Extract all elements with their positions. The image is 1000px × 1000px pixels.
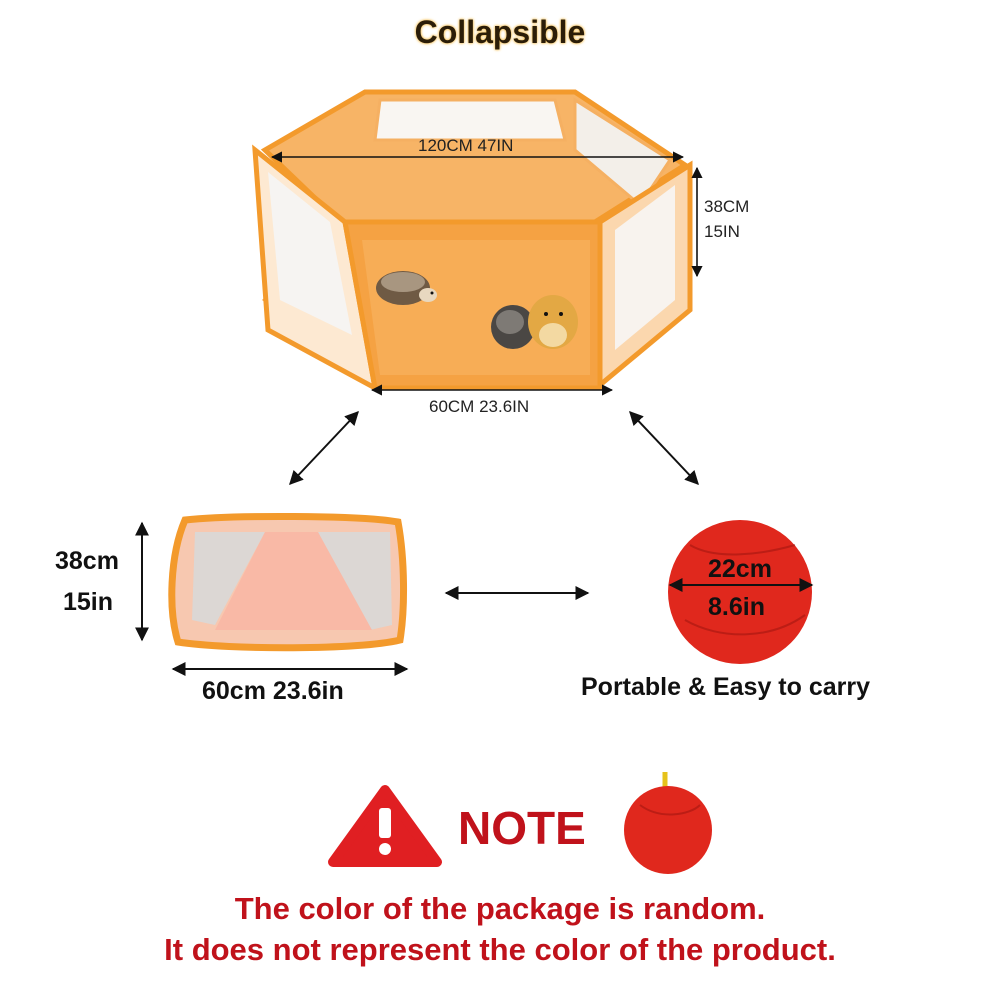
bag-diameter-in-label: 8.6in bbox=[708, 593, 765, 621]
pen-height-in-label: 15IN bbox=[704, 222, 740, 241]
folded-height-cm-label: 38cm bbox=[55, 547, 119, 575]
bag-caption: Portable & Easy to carry bbox=[581, 673, 871, 701]
guinea-pig-image bbox=[491, 295, 578, 349]
warning-icon bbox=[328, 785, 442, 867]
folded-height-in-label: 15in bbox=[63, 588, 114, 616]
fold-arrow-left bbox=[289, 410, 359, 486]
note-label: NOTE bbox=[458, 802, 586, 854]
fold-arrow-right bbox=[629, 410, 699, 486]
page-title: Collapsible bbox=[414, 14, 586, 50]
note-line-1: The color of the package is random. bbox=[234, 891, 766, 926]
folded-width-label: 60cm 23.6in bbox=[202, 677, 344, 705]
pen-base-label: 60CM 23.6IN bbox=[429, 397, 530, 416]
hexagon-playpen-image bbox=[252, 89, 693, 393]
red-bag-icon bbox=[624, 772, 712, 874]
bag-diameter-cm-label: 22cm bbox=[708, 555, 772, 583]
storage-bag-image bbox=[668, 520, 812, 664]
hedgehog-image bbox=[376, 271, 437, 305]
folded-pen-image bbox=[168, 512, 408, 652]
pen-width-label: 120CM 47IN bbox=[418, 136, 514, 155]
pen-height-cm-label: 38CM bbox=[704, 197, 750, 216]
note-line-2: It does not represent the color of the p… bbox=[164, 932, 836, 967]
